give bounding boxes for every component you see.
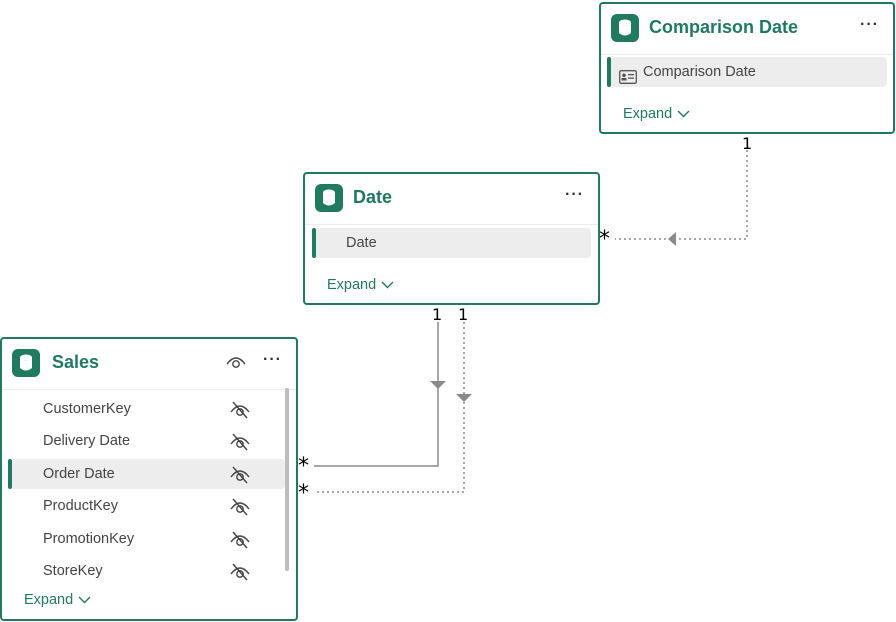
eye-slash-icon [230, 497, 250, 527]
field-label: StoreKey [43, 563, 103, 579]
expand-label: Expand [327, 277, 377, 293]
field-row-delivery-date[interactable]: Delivery Date [10, 426, 285, 456]
id-card-icon [619, 65, 637, 95]
field-row-storekey[interactable]: StoreKey [10, 556, 285, 586]
field-label: CustomerKey [43, 401, 131, 417]
filter-triangle-icon [430, 381, 446, 389]
field-row-comparison-date[interactable]: Comparison Date [607, 57, 887, 87]
field-row-date[interactable]: Date [312, 228, 591, 258]
more-options-button[interactable]: ··· [860, 16, 879, 33]
field-row-promotionkey[interactable]: PromotionKey [10, 524, 285, 554]
cardinality-many-date: * [599, 227, 610, 252]
cardinality-one-comparison: 1 [742, 134, 753, 153]
relationship-date-orderdate[interactable] [314, 322, 439, 467]
table-header[interactable]: Date ··· [305, 174, 598, 225]
field-label: PromotionKey [43, 531, 135, 547]
table-card-comparison-date[interactable]: Comparison Date ··· Comparison Date Expa… [599, 2, 895, 134]
table-cylinder-icon [12, 349, 40, 377]
cardinality-one-date-b: 1 [458, 305, 469, 324]
expand-label: Expand [623, 106, 673, 122]
chevron-down-icon [677, 110, 690, 118]
field-label: Delivery Date [43, 433, 131, 449]
chevron-down-icon [381, 281, 394, 289]
table-header[interactable]: Sales ··· [2, 339, 296, 390]
field-label: Date [346, 235, 377, 251]
filter-triangle-icon [668, 232, 676, 246]
cardinality-many-sales-a: * [298, 454, 309, 479]
table-title: Sales [52, 352, 100, 372]
expand-button[interactable]: Expand [327, 277, 394, 293]
cardinality-one-date-a: 1 [432, 305, 443, 324]
field-label: ProductKey [43, 498, 118, 514]
eye-slash-icon [230, 465, 250, 495]
relationship-comparison-date[interactable] [615, 150, 748, 240]
eye-slash-icon [230, 400, 250, 430]
table-cylinder-icon [315, 184, 343, 212]
chevron-down-icon [78, 596, 91, 604]
eye-slash-icon [230, 432, 250, 462]
expand-button[interactable]: Expand [623, 106, 690, 122]
relationship-date-sales-inactive[interactable] [314, 322, 465, 493]
field-row-order-date[interactable]: Order Date [8, 459, 285, 489]
eye-icon[interactable] [226, 355, 246, 374]
cardinality-many-sales-b: * [298, 481, 309, 506]
sales-scrollbar[interactable] [285, 388, 289, 571]
table-header[interactable]: Comparison Date ··· [601, 4, 893, 55]
eye-slash-icon [230, 530, 250, 560]
table-card-sales[interactable]: Sales ··· CustomerKey Delivery Date Orde… [0, 337, 298, 621]
filter-triangle-icon [456, 394, 472, 402]
table-cylinder-icon [611, 14, 639, 42]
field-label: Comparison Date [643, 64, 756, 80]
table-title: Date [353, 187, 393, 207]
eye-slash-icon [230, 562, 250, 592]
more-options-button[interactable]: ··· [263, 351, 282, 368]
field-row-productkey[interactable]: ProductKey [10, 491, 285, 521]
more-options-button[interactable]: ··· [565, 186, 584, 203]
expand-button[interactable]: Expand [24, 592, 91, 608]
field-row-customerkey[interactable]: CustomerKey [10, 394, 285, 424]
field-label: Order Date [43, 466, 115, 482]
table-card-date[interactable]: Date ··· Date Expand [303, 172, 600, 305]
expand-label: Expand [24, 592, 74, 608]
table-title: Comparison Date [649, 17, 799, 37]
